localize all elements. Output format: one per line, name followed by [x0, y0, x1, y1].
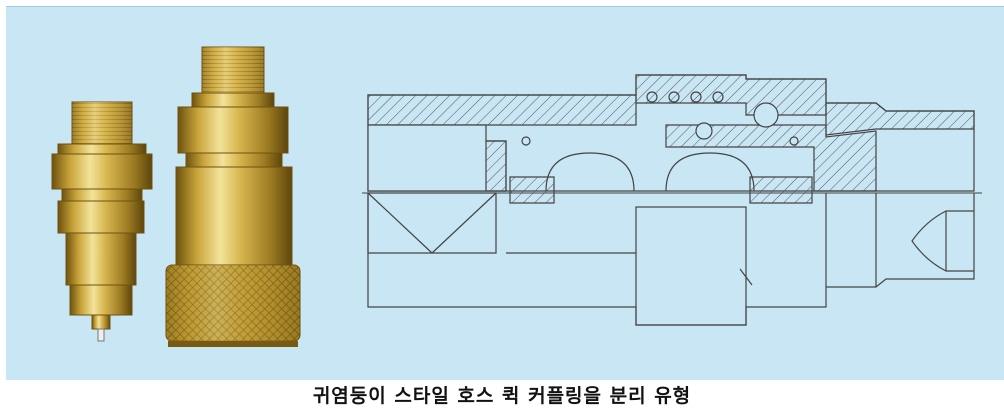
coupling-figure	[51, 46, 982, 347]
female-socket-photo	[165, 46, 301, 347]
cross-section-drawing	[362, 74, 982, 326]
figure-panel	[6, 6, 1004, 380]
male-plug-photo	[51, 101, 153, 342]
figure-caption: 귀염둥이 스타일 호스 퀵 커플링을 분리 유형	[312, 385, 692, 407]
